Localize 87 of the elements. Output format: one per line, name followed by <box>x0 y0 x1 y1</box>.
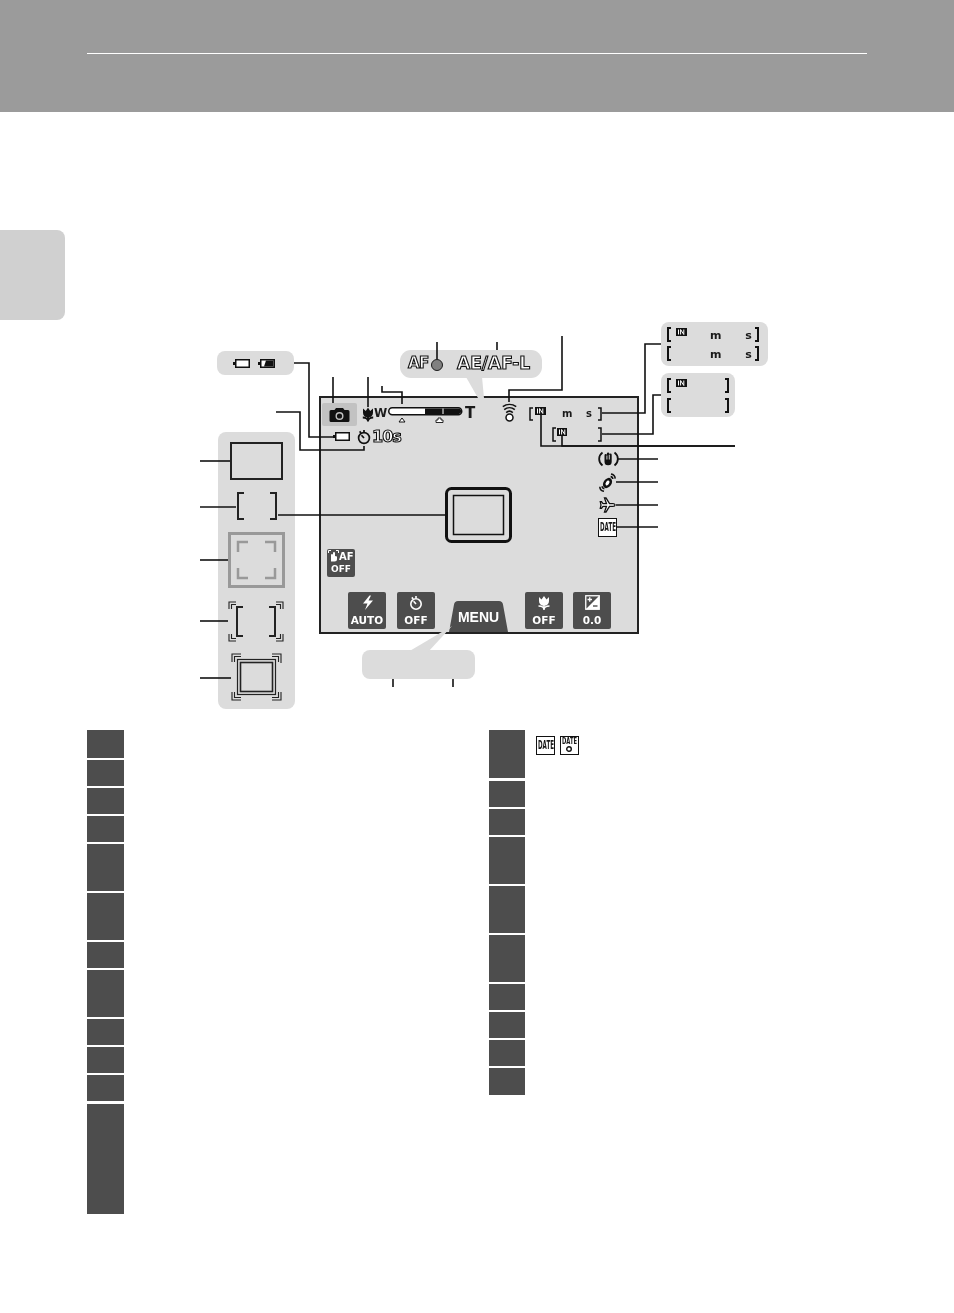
number-block <box>489 837 525 884</box>
leader-line <box>452 678 454 688</box>
number-block <box>489 1068 525 1095</box>
camera-icon <box>322 403 357 426</box>
hand-icon <box>600 451 617 467</box>
leader-line <box>616 526 659 528</box>
number-block <box>87 1047 124 1073</box>
callout-bubble <box>661 373 735 417</box>
number-block <box>87 893 124 940</box>
leader-line <box>616 458 659 460</box>
side-tab <box>0 230 65 320</box>
number-block <box>489 1012 525 1038</box>
focus-frame <box>445 487 512 543</box>
number-block <box>489 935 525 982</box>
leader-line <box>392 678 394 688</box>
date-symbol: DATE <box>536 736 555 755</box>
leader-line <box>199 620 229 622</box>
time-readout: m s <box>710 349 752 360</box>
number-block <box>87 730 124 758</box>
leader-line <box>615 504 659 506</box>
touch-af-button: AF OFF <box>327 549 355 577</box>
frame-panel <box>218 432 295 709</box>
leader-line <box>601 394 662 435</box>
motion-icon <box>599 473 616 492</box>
number-block <box>87 942 124 968</box>
callout-bubble <box>661 322 768 366</box>
leader-line <box>436 341 438 360</box>
number-block <box>87 760 124 786</box>
time-readout: m s <box>562 409 592 419</box>
leader-line <box>561 435 736 447</box>
focus-frame <box>228 532 285 588</box>
date-symbol: DATE <box>560 736 579 755</box>
focus-frame <box>236 492 278 520</box>
leader-line <box>381 385 403 405</box>
timer-label: 10s <box>372 429 401 445</box>
number-block <box>489 984 525 1010</box>
leader-line <box>332 376 334 404</box>
memory-icon <box>535 407 546 415</box>
number-block <box>87 970 124 1017</box>
macro-button: OFF <box>525 592 563 629</box>
leader-line <box>496 341 498 351</box>
airplane-icon <box>600 497 616 513</box>
focus-frame <box>230 442 283 480</box>
self-timer-indicator <box>357 428 403 446</box>
leader-line <box>275 411 365 451</box>
number-block <box>87 1075 124 1101</box>
lock-label: AE/AF-L <box>457 355 531 372</box>
number-block <box>489 1040 525 1066</box>
number-block <box>489 730 525 778</box>
leader-line <box>293 362 334 438</box>
battery-icon <box>333 432 350 441</box>
number-block <box>87 1019 124 1045</box>
counter-display <box>529 406 602 422</box>
callout-bubble <box>217 351 294 375</box>
flower-icon <box>362 407 374 422</box>
time-readout: m s <box>710 330 752 341</box>
date-symbol: DATE <box>598 518 617 537</box>
exposure-button: 0.0 <box>573 592 611 629</box>
wireless-icon <box>502 402 517 422</box>
zoom-tele-label: T <box>465 406 476 421</box>
leader-line <box>199 559 229 561</box>
number-block <box>87 816 124 842</box>
counter-display <box>552 427 602 442</box>
leader-line <box>508 335 563 403</box>
leader-line <box>367 376 369 408</box>
leader-line <box>601 343 662 414</box>
leader-line <box>199 677 232 679</box>
indicator-dot <box>431 359 443 371</box>
leader-line <box>199 460 231 462</box>
flash-button: AUTO <box>348 592 386 629</box>
zoom-wide-label: W <box>374 407 388 419</box>
number-block <box>87 788 124 814</box>
memory-icon <box>557 428 567 436</box>
number-block <box>489 781 525 807</box>
number-block <box>489 809 525 835</box>
focus-label: AF <box>408 356 429 371</box>
number-block <box>489 886 525 933</box>
leader-line <box>199 506 237 508</box>
menu-tab: MENU <box>449 601 508 632</box>
focus-frame <box>231 653 282 701</box>
leader-line <box>277 514 446 516</box>
self-timer-button: OFF <box>397 592 435 629</box>
leader-line <box>615 481 659 483</box>
number-block <box>87 844 124 891</box>
focus-frame <box>228 601 284 642</box>
camera-screen <box>319 396 639 634</box>
number-block <box>87 1104 124 1214</box>
